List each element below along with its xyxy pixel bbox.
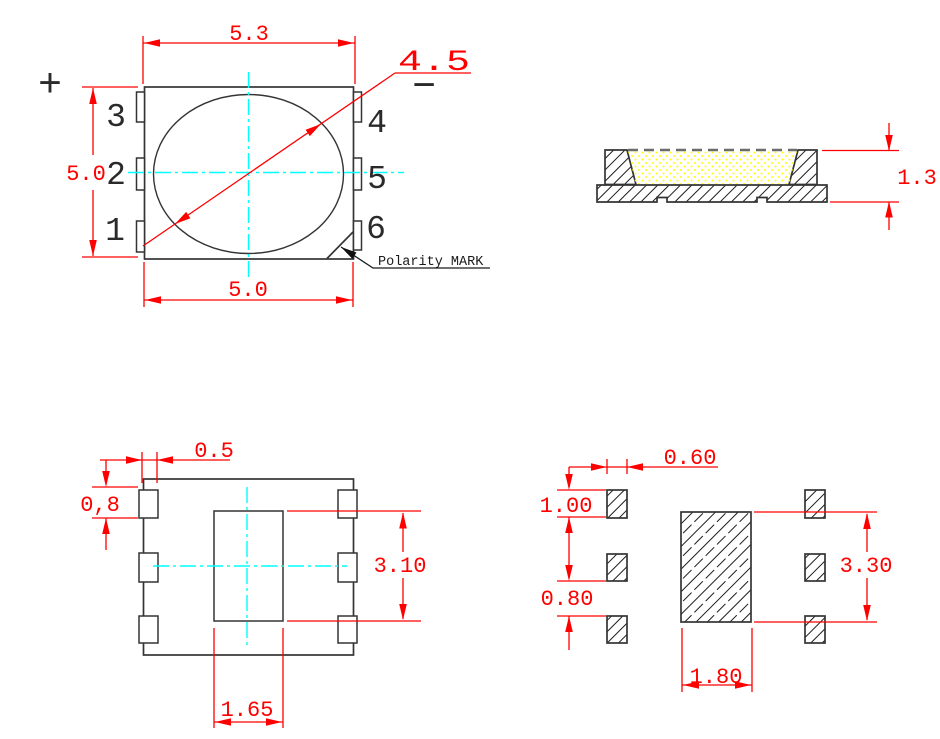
pin-1-lead	[135, 220, 146, 253]
dim-body-width-bottom: 5.0	[143, 262, 354, 307]
dim-label-1-65: 1.65	[221, 698, 274, 723]
dim-layout-pad-gap: 0.80	[541, 517, 606, 650]
side-view: 1.3	[596, 123, 937, 230]
dim-label-4-5: 4.5	[398, 46, 470, 80]
dim-pad-width: 0.5	[100, 439, 234, 483]
bottom-pad-left-mid	[138, 552, 159, 583]
layout-pad-right-bot	[804, 615, 826, 644]
pin-4-lead	[352, 91, 363, 123]
dim-label-1-3: 1.3	[897, 166, 937, 191]
plus-symbol: +	[38, 64, 62, 109]
dim-label-5-3: 5.3	[229, 22, 269, 47]
polarity-mark-label: Polarity MARK	[378, 255, 484, 270]
dim-label-1-80: 1.80	[690, 665, 743, 690]
dim-total-height: 1.3	[822, 123, 937, 230]
polarity-mark-callout: Polarity MARK	[338, 243, 490, 270]
dim-layout-pad-height: 1.00	[540, 467, 606, 533]
base-plate	[596, 184, 828, 203]
pin-label-1: 1	[105, 213, 125, 250]
minus-symbol: −	[412, 66, 436, 111]
dim-label-0-80: 0.80	[541, 587, 594, 612]
dim-body-height: 5.0	[66, 86, 138, 258]
pin-5-lead	[352, 157, 363, 191]
encapsulant-area	[628, 151, 797, 184]
pin-6-lead	[352, 220, 363, 251]
dim-label-3-30: 3.30	[840, 554, 893, 579]
dim-label-5-0-left: 5.0	[66, 162, 106, 187]
pin-label-5: 5	[367, 161, 387, 198]
dim-label-0-8: 0,8	[80, 493, 120, 518]
pin-label-6: 6	[366, 211, 386, 248]
layout-pad-right-mid	[804, 553, 826, 582]
dim-label-3-10: 3.10	[374, 554, 427, 579]
pin-3-lead	[135, 91, 146, 123]
dim-body-width-top: 5.3	[142, 22, 356, 84]
pin-2-lead	[135, 157, 146, 191]
dim-label-0-5: 0.5	[194, 439, 234, 464]
dim-label-1-00: 1.00	[540, 494, 593, 519]
pin-label-3: 3	[106, 99, 126, 136]
dim-layout-pad-span: 3.30	[754, 511, 893, 623]
bottom-pad-left-top	[138, 489, 159, 519]
polarity-chamfer	[326, 231, 354, 260]
dim-slug-height: 3.10	[287, 510, 427, 622]
pad-layout-view: 0.60 1.00 0.80 3.30	[540, 446, 893, 692]
dim-pad-height: 0,8	[80, 460, 138, 550]
bottom-pad-right-mid	[337, 552, 358, 583]
dim-layout-pad-width: 0.60	[569, 446, 718, 474]
pin-label-4: 4	[367, 105, 387, 142]
dim-label-0-60: 0.60	[664, 446, 717, 471]
bottom-view-centerlines	[153, 487, 347, 648]
layout-center-pad	[680, 511, 752, 623]
top-view-centerlines	[128, 72, 404, 280]
bottom-view: 0.5 0,8 3.10 1.65	[80, 439, 426, 728]
top-view: 5.3 4.5 5.0 5.0 +	[38, 22, 490, 307]
layout-pad-left-bot	[606, 615, 628, 644]
dim-layout-center-pad-width: 1.80	[681, 628, 753, 692]
dim-label-5-0-bottom: 5.0	[228, 278, 268, 303]
layout-pad-left-top	[606, 489, 628, 519]
bottom-pad-left-bot	[138, 615, 159, 644]
layout-pad-left-mid	[606, 553, 628, 582]
dim-slug-width: 1.65	[213, 628, 284, 728]
bottom-pad-right-top	[337, 489, 358, 519]
reflector-wall-left	[604, 149, 638, 186]
pin-label-2: 2	[106, 157, 126, 194]
bottom-pad-right-bot	[337, 615, 358, 644]
layout-pad-right-top	[804, 489, 826, 519]
dim-lens-diameter: 4.5	[142, 46, 471, 247]
